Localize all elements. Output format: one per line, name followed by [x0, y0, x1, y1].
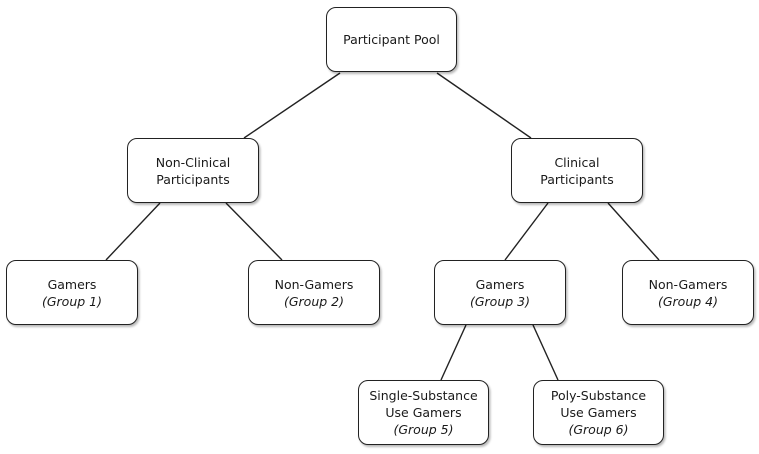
- node-title: Gamers: [475, 276, 525, 292]
- node-group-label: (Group 5): [393, 422, 454, 437]
- edge-clinical-group3: [504, 202, 549, 261]
- node-title: Non-Gamers: [274, 276, 354, 292]
- edge-nonclinical-group1: [105, 202, 161, 261]
- node-group-label: (Group 6): [568, 422, 629, 437]
- node-group-4: Non-Gamers (Group 4): [622, 260, 754, 325]
- node-title: Non-Gamers: [648, 276, 728, 292]
- edge-clinical-group4: [607, 202, 660, 261]
- node-clinical-participants: Clinical Participants: [511, 138, 643, 203]
- node-title: Gamers: [47, 276, 97, 292]
- node-title-line2: Use Gamers: [560, 405, 637, 420]
- node-group-label: (Group 4): [657, 293, 718, 309]
- node-title-line1: Single-Substance: [369, 388, 478, 403]
- node-title-line2: Participants: [540, 171, 614, 187]
- node-title: Participant Pool: [343, 32, 440, 47]
- node-group-2: Non-Gamers (Group 2): [248, 260, 380, 325]
- node-group-label: (Group 3): [469, 293, 530, 309]
- node-group-3: Gamers (Group 3): [434, 260, 566, 325]
- node-participant-pool: Participant Pool: [326, 7, 457, 72]
- node-group-label: (Group 2): [283, 293, 344, 309]
- edge-group3-group5: [440, 324, 467, 381]
- node-title-line1: Clinical: [554, 154, 600, 170]
- node-group-5: Single-Substance Use Gamers (Group 5): [358, 380, 489, 445]
- node-group-6: Poly-Substance Use Gamers (Group 6): [533, 380, 664, 445]
- edge-pool-nonclinical: [243, 72, 341, 139]
- edge-nonclinical-group2: [225, 202, 283, 261]
- node-group-label: (Group 1): [41, 293, 102, 309]
- node-title-line2: Participants: [156, 171, 230, 187]
- node-title-line1: Poly-Substance: [550, 388, 647, 403]
- node-title-line1: Non-Clinical: [155, 154, 231, 170]
- node-group-1: Gamers (Group 1): [6, 260, 138, 325]
- edge-pool-clinical: [436, 72, 532, 139]
- edge-group3-group6: [532, 324, 559, 381]
- node-title-line2: Use Gamers: [385, 405, 462, 420]
- node-non-clinical-participants: Non-Clinical Participants: [127, 138, 259, 203]
